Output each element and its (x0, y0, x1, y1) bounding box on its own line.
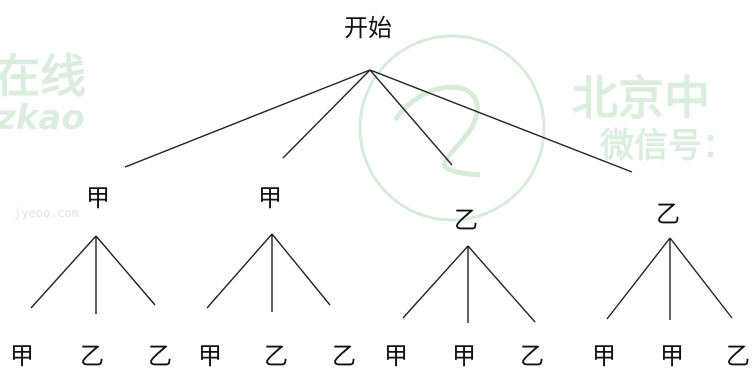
branch-edge-3-1 (402, 245, 469, 319)
branch-edge-2-3 (271, 233, 331, 306)
watermark-circle (358, 34, 546, 222)
leaf-3-1: 甲 (384, 342, 408, 370)
level1-node-2: 甲 (258, 184, 282, 212)
branch-edge-3-3 (467, 245, 536, 323)
leaf-2-1: 甲 (198, 342, 222, 370)
root-edge-1 (124, 69, 371, 168)
leaf-2-2: 乙 (264, 342, 288, 370)
leaf-1-3: 乙 (148, 342, 172, 370)
root-edge-4 (369, 69, 633, 173)
leaf-1-1: 甲 (10, 342, 34, 370)
branch-edge-4-3 (669, 237, 733, 319)
level1-node-4: 乙 (656, 200, 680, 228)
leaf-1-2: 乙 (80, 342, 104, 370)
level1-node-1: 甲 (86, 184, 110, 212)
root-edge-2 (282, 69, 371, 159)
leaf-3-2: 甲 (452, 342, 476, 370)
branch-edge-1-3 (95, 235, 156, 306)
leaf-4-1: 甲 (592, 342, 616, 370)
leaf-4-2: 甲 (660, 342, 684, 370)
leaf-3-3: 乙 (520, 342, 544, 370)
branch-edge-1-1 (30, 235, 97, 309)
leaf-4-3: 乙 (726, 342, 750, 370)
branch-edge-2-1 (206, 233, 273, 309)
level1-node-3: 乙 (454, 206, 478, 234)
leaf-2-3: 乙 (332, 342, 356, 370)
root-edge-3 (369, 69, 453, 166)
branch-edge-4-1 (606, 237, 671, 320)
root-label: 开始 (344, 14, 392, 42)
watermark-swirl (392, 84, 481, 178)
